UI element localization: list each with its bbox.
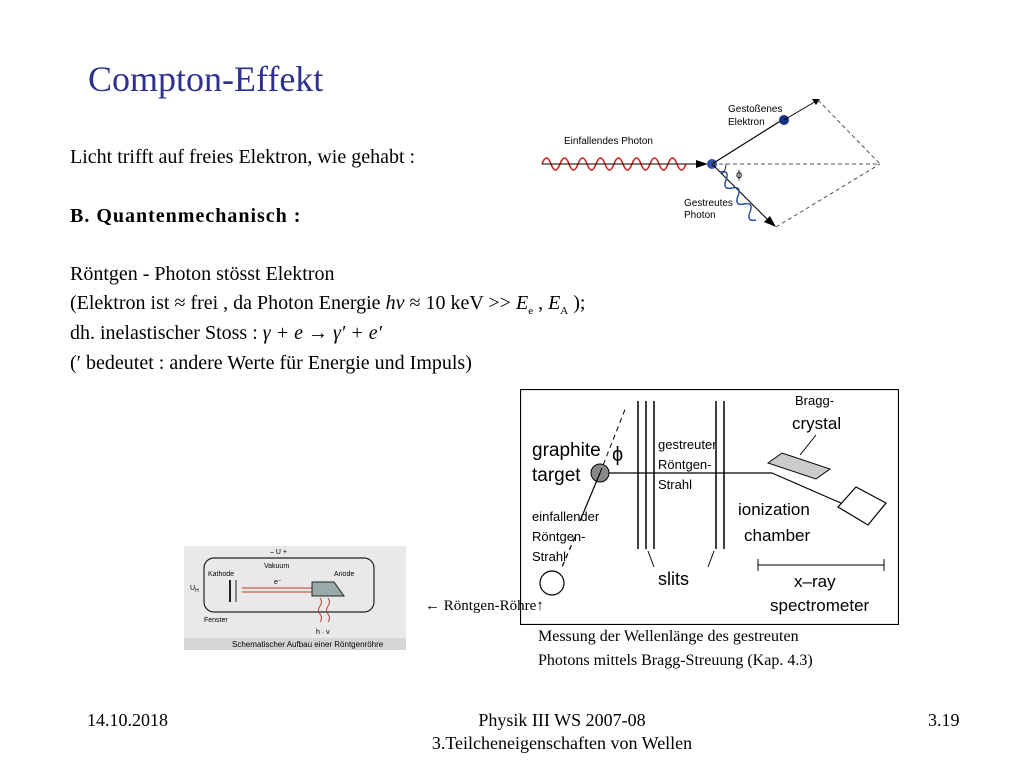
- scattered-photon-wave: [719, 170, 757, 222]
- measurement-caption-1: Messung der Wellenlänge des gestreuten: [538, 628, 799, 645]
- body-line-photon: Röntgen - Photon stösst Elektron: [70, 263, 335, 285]
- compton-scattering-diagram: Einfallendes Photon Gestoßenes Elektron …: [541, 99, 881, 228]
- anode-label: Anode: [334, 571, 354, 578]
- ionization-chamber: [837, 486, 887, 526]
- window-label: Fenster: [204, 617, 228, 624]
- incoming-arrowhead: [696, 160, 708, 168]
- footer-chapter: 3.Teilcheneigenschaften von Wellen: [431, 733, 693, 753]
- tube-caption: Schematischer Aufbau einer Röntgenröhre: [232, 640, 384, 649]
- scattered-beam-label-1: gestreuter: [658, 437, 717, 452]
- electron-beam-label: e⁻: [274, 579, 282, 586]
- scatter-angle-label: ϕ: [736, 169, 742, 181]
- xray-source: [539, 570, 565, 596]
- bragg-spectrometer-diagram: graphite target ϕ gestreuter Röntgen- St…: [520, 389, 899, 625]
- scattered-beam-label-2: Röntgen-: [658, 457, 711, 472]
- body-line-note: (′ bedeutet : andere Werte für Energie u…: [70, 352, 472, 374]
- slide-title: Compton-Effekt: [88, 59, 324, 99]
- scattered-photon-label-1: Gestreutes: [684, 198, 733, 209]
- vacuum-label: Vakuum: [264, 563, 289, 570]
- struck-electron-label-2: Elektron: [728, 117, 765, 128]
- section-heading: B. Quantenmechanisch :: [70, 205, 302, 227]
- photon-energy-label: h · ν: [316, 629, 330, 636]
- footer-page-number: 3.19: [928, 710, 960, 730]
- bragg-crystal: [766, 452, 832, 480]
- heater-voltage-label: UH: [190, 585, 199, 594]
- electron-path: [711, 119, 783, 165]
- xray-label: x–ray: [794, 572, 836, 591]
- scattered-photon-label-2: Photon: [684, 210, 716, 221]
- body-line-collision: dh. inelastischer Stoss : γ + e → γ′ + e…: [70, 322, 383, 344]
- cathode-label: Kathode: [208, 571, 234, 578]
- struck-electron-label-1: Gestoßenes: [728, 104, 782, 115]
- target-label: target: [532, 465, 581, 486]
- graphite-label: graphite: [532, 440, 601, 461]
- scattered-beam-label-3: Strahl: [658, 477, 692, 492]
- anode-target: [311, 581, 345, 597]
- footer-course: Physik III WS 2007-08: [478, 710, 646, 730]
- intro-line: Licht trifft auf freies Elektron, wie ge…: [70, 146, 416, 168]
- incident-beam-label-2: Röntgen-: [532, 529, 585, 544]
- crystal-label: crystal: [792, 414, 841, 433]
- xray-tube-schematic: – U + Vakuum Kathode Anode e⁻ Fenster h …: [184, 546, 406, 650]
- chamber-label: chamber: [744, 526, 810, 545]
- incoming-photon-label: Einfallendes Photon: [564, 136, 653, 147]
- bragg-label: Bragg-: [795, 393, 834, 408]
- ionization-label: ionization: [738, 500, 810, 519]
- slits-label: slits: [658, 569, 689, 589]
- phi-angle-label: ϕ: [612, 444, 623, 466]
- incident-beam-label-3: Strahl: [532, 549, 566, 564]
- anode-voltage-label: – U +: [270, 549, 287, 556]
- spectrometer-label: spectrometer: [770, 596, 870, 615]
- measurement-caption-2: Photons mittels Bragg-Streuung (Kap. 4.3…: [538, 652, 813, 669]
- footer-date: 14.10.2018: [87, 710, 168, 730]
- incident-beam-label-1: einfallender: [532, 509, 600, 524]
- body-line-energy: (Elektron ist ≈ frei , da Photon Energie…: [70, 292, 586, 317]
- tube-pointer-label: ← Röntgen-Röhre↑: [425, 598, 544, 614]
